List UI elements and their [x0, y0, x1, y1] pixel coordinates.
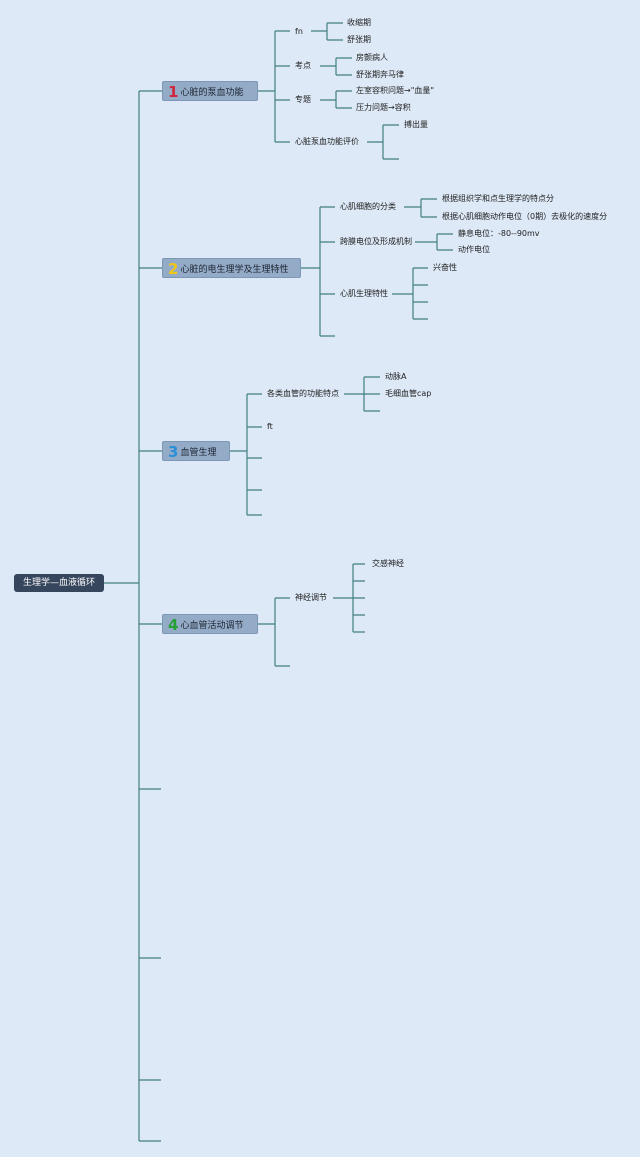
- root-topic[interactable]: 生理学—血液循环: [14, 574, 104, 592]
- texing-connectors: [392, 267, 428, 320]
- leaf-node[interactable]: 静息电位：-80--90mv: [458, 229, 540, 238]
- topic-number: 4: [168, 616, 179, 634]
- topic-number: 3: [168, 443, 179, 461]
- topic-label: 心脏的泵血功能: [180, 88, 244, 98]
- subtopic[interactable]: ft: [267, 422, 273, 431]
- leaf-node[interactable]: 房颤病人: [356, 53, 388, 62]
- leaf-node[interactable]: 根据组织学和点生理学的特点分: [442, 194, 554, 203]
- leaf-node[interactable]: 压力问题→容积: [356, 103, 411, 112]
- subtopic[interactable]: 考点: [295, 61, 311, 70]
- zhuanti-connectors: [320, 90, 352, 109]
- topic-label: 心血管活动调节: [180, 621, 244, 631]
- pingjia-connectors: [367, 124, 399, 160]
- fenlei-connectors: [404, 198, 437, 218]
- topic-label: 血管生理: [180, 448, 217, 458]
- leaf-node[interactable]: 兴奋性: [433, 263, 457, 272]
- shenjing-connectors: [333, 563, 365, 633]
- leaf-node[interactable]: 收缩期: [347, 18, 371, 27]
- subtopic[interactable]: 心肌生理特性: [340, 289, 388, 298]
- leaf-node[interactable]: 动作电位: [458, 245, 490, 254]
- topic-4-connectors: [258, 597, 290, 667]
- subtopic[interactable]: 心脏泵血功能评价: [295, 137, 359, 146]
- leaf-node[interactable]: 舒张期: [347, 35, 371, 44]
- topic-3-connectors: [230, 393, 262, 516]
- subtopic[interactable]: 各类血管的功能特点: [267, 389, 339, 398]
- leaf-node[interactable]: 根据心肌细胞动作电位（0期）去极化的速度分: [442, 212, 608, 221]
- subtopic[interactable]: fn: [295, 27, 303, 36]
- subtopic[interactable]: 心肌细胞的分类: [340, 202, 396, 211]
- topic-2-connectors: [301, 206, 335, 337]
- subtopic[interactable]: 专题: [295, 95, 311, 104]
- leaf-node[interactable]: 舒张期奔马律: [356, 70, 404, 79]
- topic-label: 心脏的电生理学及生理特性: [180, 265, 289, 275]
- xueguan-connectors: [344, 376, 380, 412]
- leaf-node[interactable]: 交感神经: [372, 559, 404, 568]
- topic-1-connectors: [258, 30, 290, 143]
- subtopic[interactable]: 跨膜电位及形成机制: [340, 237, 412, 246]
- kaodian-connectors: [320, 57, 352, 76]
- leaf-node[interactable]: 搏出量: [404, 120, 428, 129]
- leaf-node[interactable]: 动脉A: [385, 372, 407, 381]
- fn-connectors: [311, 22, 343, 41]
- subtopic[interactable]: 神经调节: [295, 593, 327, 602]
- leaf-node[interactable]: 毛细血管cap: [385, 389, 432, 398]
- topic-number: 2: [168, 260, 179, 278]
- kuamo-connectors: [415, 233, 453, 251]
- topic-number: 1: [168, 83, 179, 101]
- leaf-node[interactable]: 左室容积问题→"血量": [356, 86, 435, 95]
